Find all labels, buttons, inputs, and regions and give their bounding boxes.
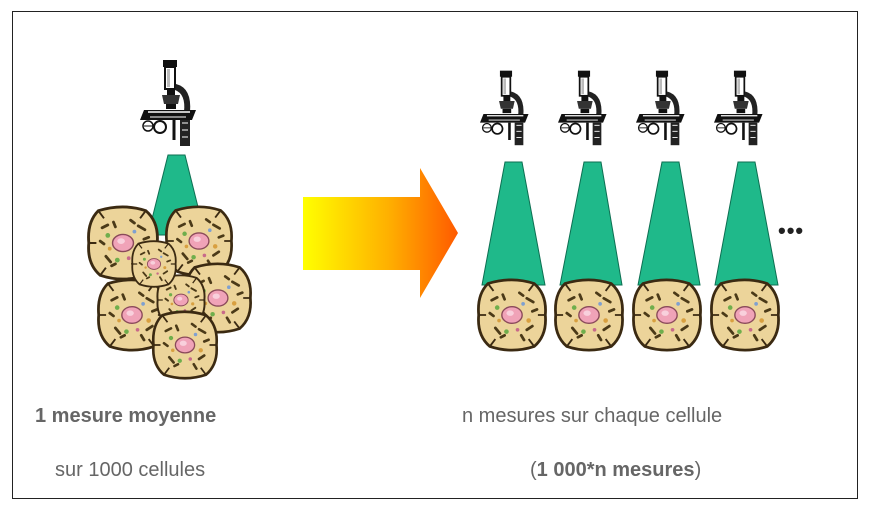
microscope-icon bbox=[138, 58, 198, 148]
cell-cluster bbox=[87, 205, 252, 380]
paren-open: ( bbox=[530, 459, 537, 481]
beam-2 bbox=[559, 161, 623, 286]
right-caption-subtitle: (1 000*n mesures) bbox=[530, 459, 701, 482]
microscope-icon bbox=[634, 69, 687, 147]
paren-close: ) bbox=[694, 459, 702, 481]
arrow-right-icon bbox=[303, 168, 458, 298]
left-group bbox=[87, 58, 252, 380]
cell-icon bbox=[151, 310, 219, 380]
microscope-icon bbox=[712, 69, 765, 147]
ellipsis: ••• bbox=[778, 218, 804, 243]
right-group: ••• bbox=[476, 69, 804, 352]
right-caption-bold: 1 000*n mesures bbox=[536, 459, 695, 481]
right-caption-title: n mesures sur chaque cellule bbox=[462, 405, 723, 427]
beam-1 bbox=[481, 161, 546, 286]
cell-icon bbox=[476, 278, 547, 352]
left-caption-title: 1 mesure moyenne bbox=[35, 405, 217, 427]
microscope-icon bbox=[478, 69, 531, 147]
left-caption-subtitle: sur 1000 cellules bbox=[55, 459, 206, 481]
beam-3 bbox=[637, 161, 701, 286]
cell-icon bbox=[131, 240, 177, 288]
cell-icon bbox=[631, 278, 702, 352]
cell-icon bbox=[709, 278, 780, 352]
microscope-icon bbox=[556, 69, 609, 147]
beam-4 bbox=[714, 161, 779, 286]
cell-icon bbox=[553, 278, 624, 352]
